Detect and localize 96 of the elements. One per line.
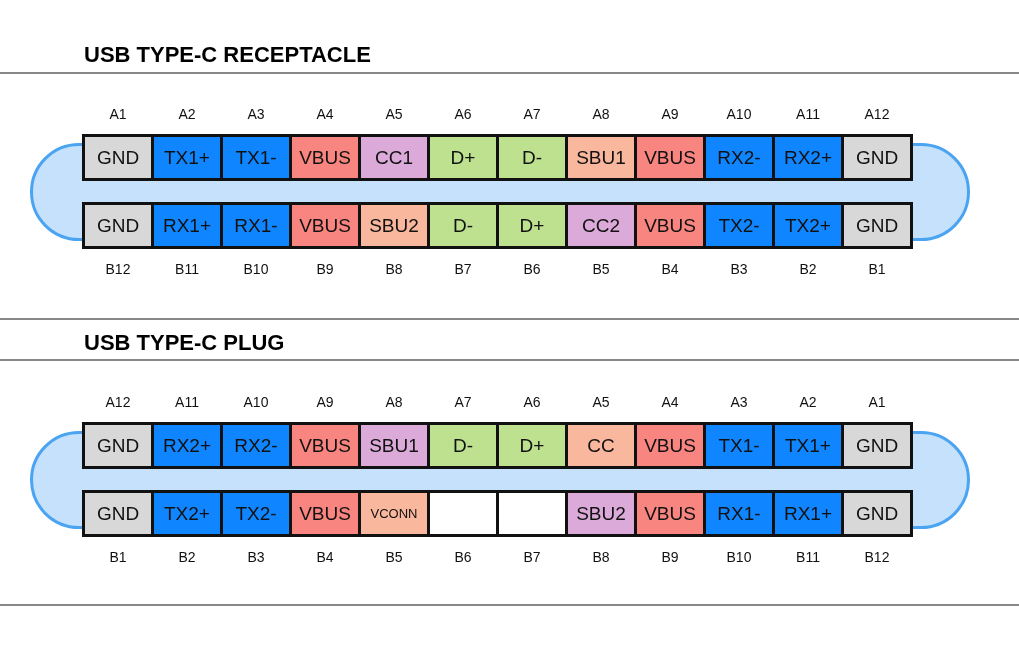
pin-name: VBUS [299,502,351,525]
pin-name: GND [855,214,899,237]
pin-name: RX2+ [162,434,212,457]
pin-number: A11 [174,394,200,410]
pin-number: A5 [591,394,611,410]
pin-name: VBUS [644,502,696,525]
pin-number: B4 [315,549,335,565]
pin-number: A11 [795,106,821,122]
pin-number: A7 [522,106,542,122]
pin-number: B12 [863,549,891,565]
pin-name: D- [521,146,543,169]
pin-number: B3 [246,549,266,565]
pin-number: B4 [660,261,680,277]
pin-number: B7 [453,261,473,277]
pin-name: CC [587,434,615,457]
pin-name: D+ [519,434,545,457]
pin-number: B5 [384,549,404,565]
pin-name: VBUS [299,434,351,457]
pin-number: A12 [863,106,891,122]
pin-name: CC1 [375,146,413,169]
pin-name: VBUS [299,146,351,169]
section-heading: USB TYPE-C PLUG [84,330,285,356]
pin-name: TX2+ [164,502,210,525]
pin-name: RX2- [234,434,278,457]
pin-number: A10 [725,106,753,122]
pin-number: B1 [867,261,887,277]
pin-number: A8 [384,394,404,410]
pin-number: A6 [453,106,473,122]
pin-name: RX1- [234,214,278,237]
pin-name: TX2+ [785,214,831,237]
pin-number: B12 [104,261,132,277]
pin-number: A1 [108,106,128,122]
pin-name: TX1- [718,434,760,457]
pin-number: B6 [453,549,473,565]
pin-name: VCONN [370,506,418,521]
pin-name: GND [96,502,140,525]
pin-name: TX1+ [164,146,210,169]
pin-name: D+ [519,214,545,237]
pin-number: B2 [177,549,197,565]
pin-number: A12 [104,394,132,410]
pin-name: VBUS [644,434,696,457]
pin-number: A2 [177,106,197,122]
pin-number: B8 [591,549,611,565]
pin-number: B5 [591,261,611,277]
pin-number: A1 [867,394,887,410]
section-heading: USB TYPE-C RECEPTACLE [84,42,371,68]
pin-name: GND [855,146,899,169]
pin-number: A8 [591,106,611,122]
pin-name: RX1- [717,502,761,525]
pin-name: VBUS [644,146,696,169]
pin-number: A7 [453,394,473,410]
pin-number: B11 [174,261,200,277]
pin-name: GND [855,434,899,457]
pin-number: A4 [315,106,335,122]
pin-name: VBUS [299,214,351,237]
pin-name: RX1+ [783,502,833,525]
pin-name: GND [96,146,140,169]
pin-name: TX2- [718,214,760,237]
pin-number: A9 [315,394,335,410]
pin-number: B10 [725,549,753,565]
pin-number: A2 [798,394,818,410]
pin-name: D+ [450,146,476,169]
pin-name: RX1+ [162,214,212,237]
pin-name: GND [96,214,140,237]
pin-number: B1 [108,549,128,565]
pin-name: SBU1 [369,434,419,457]
pin-number: B7 [522,549,542,565]
pin-number: A4 [660,394,680,410]
pin-name: D- [452,214,474,237]
pin-name: VBUS [644,214,696,237]
pin-name: SBU2 [576,502,626,525]
pin-number: B3 [729,261,749,277]
pin-name: TX1- [235,146,277,169]
pin-name: SBU1 [576,146,626,169]
pin-number: A5 [384,106,404,122]
pin-name: CC2 [582,214,620,237]
pin-number: B11 [795,549,821,565]
pin-number: A3 [246,106,266,122]
pin-name: D- [452,434,474,457]
pin-number: B10 [242,261,270,277]
pin-name: RX2+ [783,146,833,169]
pin-name: GND [96,434,140,457]
pin-name: RX2- [717,146,761,169]
pin-name: SBU2 [369,214,419,237]
pin-number: A6 [522,394,542,410]
pin-number: B6 [522,261,542,277]
pin-number: A3 [729,394,749,410]
pin-name: GND [855,502,899,525]
pin-number: A10 [242,394,270,410]
pin-name: TX2- [235,502,277,525]
pin-number: B2 [798,261,818,277]
pin-number: B9 [660,549,680,565]
pin-number: B8 [384,261,404,277]
pin-number: B9 [315,261,335,277]
pin-name: TX1+ [785,434,831,457]
pin-number: A9 [660,106,680,122]
